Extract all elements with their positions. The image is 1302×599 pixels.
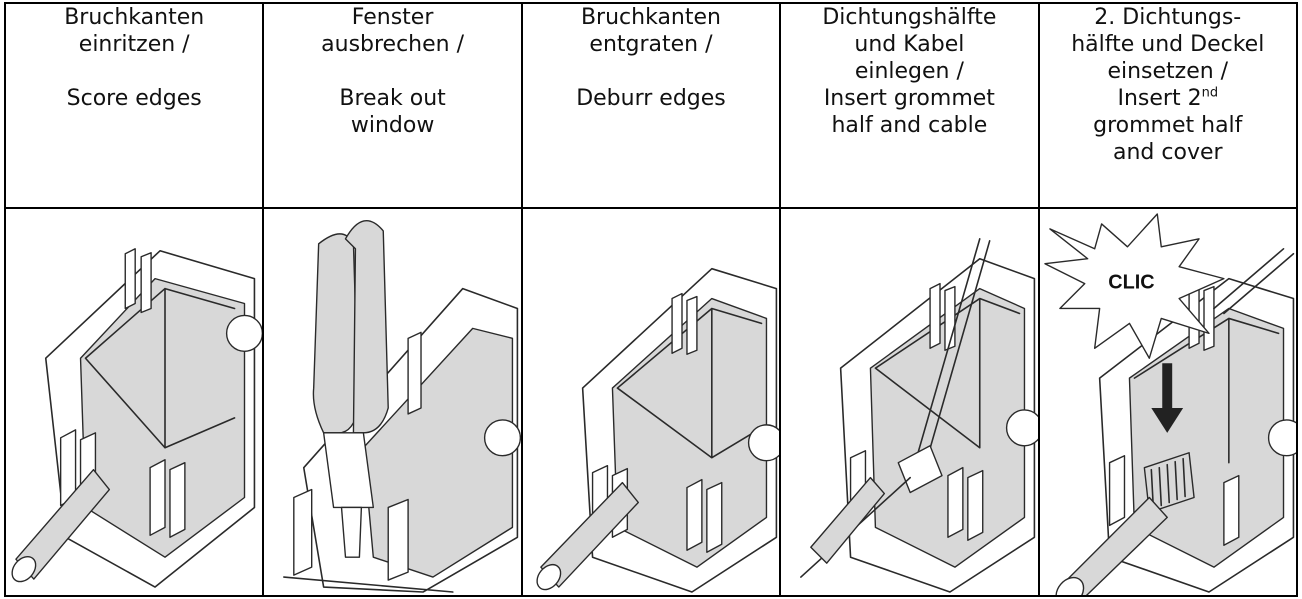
step-1-english: Score edges: [66, 86, 202, 111]
step-2-english: Break out window: [339, 86, 446, 138]
step-4-english: Insert grommet half and cable: [823, 86, 995, 138]
insert-grommet-cable-drawing: [800, 238, 1037, 593]
score-edges-drawing: [11, 248, 262, 588]
step-5-german: 2. Dichtungs- hälfte und Deckel einsetze…: [1071, 5, 1265, 84]
step-3-caption: Bruchkanten entgraten / Deburr edges: [520, 2, 782, 209]
insert-cover-drawing: CLIC: [1043, 213, 1295, 594]
pliers-drawing: [283, 220, 520, 593]
step-1-german: Bruchkanten einritzen /: [64, 5, 205, 57]
assembly-steps-table: Bruchkanten einritzen / Score edges Fens…: [3, 2, 1299, 597]
step-2-german: Fenster ausbrechen /: [321, 5, 465, 57]
step-1-caption: Bruchkanten einritzen / Score edges: [3, 2, 265, 209]
step-4-caption: Dichtungshälfte und Kabel einlegen / Ins…: [779, 2, 1040, 209]
step-3-illustration: [520, 207, 782, 597]
deburr-edges-drawing: [536, 267, 779, 593]
step-5-english: Insert 2nd grommet half and cover: [1093, 85, 1243, 165]
step-3-english: Deburr edges: [576, 86, 726, 111]
step-4-illustration: [779, 207, 1040, 597]
ordinal-superscript: nd: [1201, 85, 1219, 101]
clic-burst-shape: [1043, 213, 1225, 359]
step-2-caption: Fenster ausbrechen / Break out window: [262, 2, 523, 209]
step-3-german: Bruchkanten entgraten /: [580, 5, 721, 57]
step-4-german: Dichtungshälfte und Kabel einlegen /: [822, 5, 997, 84]
illustration-row: CLIC: [3, 207, 1299, 597]
step-2-illustration: [262, 207, 523, 597]
step-5-illustration: CLIC: [1037, 207, 1299, 597]
step-5-caption: 2. Dichtungs- hälfte und Deckel einsetze…: [1037, 2, 1299, 209]
caption-row: Bruchkanten einritzen / Score edges Fens…: [3, 2, 1299, 209]
clic-label: CLIC: [1108, 272, 1154, 294]
step-1-illustration: [3, 207, 265, 597]
